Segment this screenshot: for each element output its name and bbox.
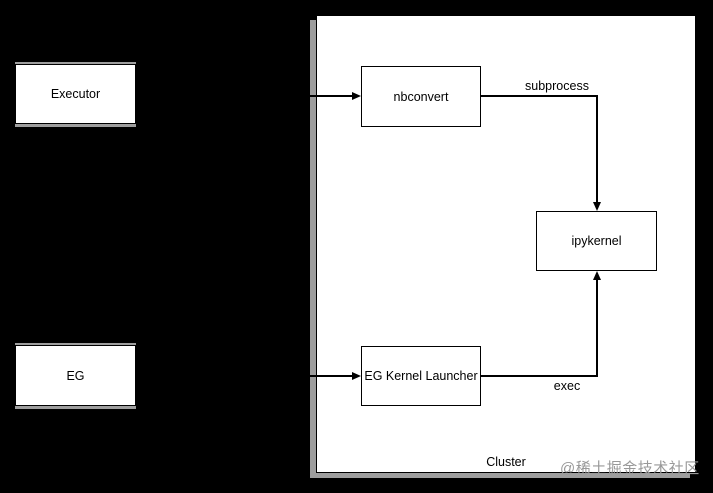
cluster-label: Cluster	[486, 455, 526, 469]
node-eg: EG	[15, 345, 136, 406]
edge-eg-to-launcher-line	[136, 375, 353, 377]
edge-label-subprocess: subprocess	[525, 79, 589, 93]
node-executor: Executor	[15, 64, 136, 124]
watermark: @稀土掘金技术社区	[560, 460, 700, 477]
edge-executor-to-nbconvert-line	[136, 95, 353, 97]
edge-eg-to-launcher-arrowhead-icon	[352, 371, 361, 380]
node-eg-kernel-launcher-label: EG Kernel Launcher	[364, 369, 478, 383]
node-eg-label: EG	[66, 368, 85, 383]
edge-launcher-to-ipykernel-vline	[596, 280, 598, 376]
edge-nbconvert-to-ipykernel-arrowhead-icon	[592, 202, 601, 211]
edge-nbconvert-to-ipykernel-vline	[596, 95, 598, 203]
node-nbconvert: nbconvert	[361, 66, 481, 127]
edge-executor-to-nbconvert-arrowhead-icon	[352, 91, 361, 100]
edge-launcher-to-ipykernel-hline	[480, 375, 598, 377]
node-nbconvert-label: nbconvert	[393, 89, 449, 104]
node-executor-label: Executor	[50, 87, 101, 101]
node-eg-kernel-launcher: EG Kernel Launcher	[361, 346, 481, 406]
node-ipykernel-label: ipykernel	[571, 234, 622, 248]
edge-label-exec: exec	[553, 379, 581, 393]
edge-nbconvert-to-ipykernel-hline	[480, 95, 598, 97]
node-ipykernel: ipykernel	[536, 211, 657, 271]
edge-launcher-to-ipykernel-arrowhead-icon	[592, 271, 601, 280]
